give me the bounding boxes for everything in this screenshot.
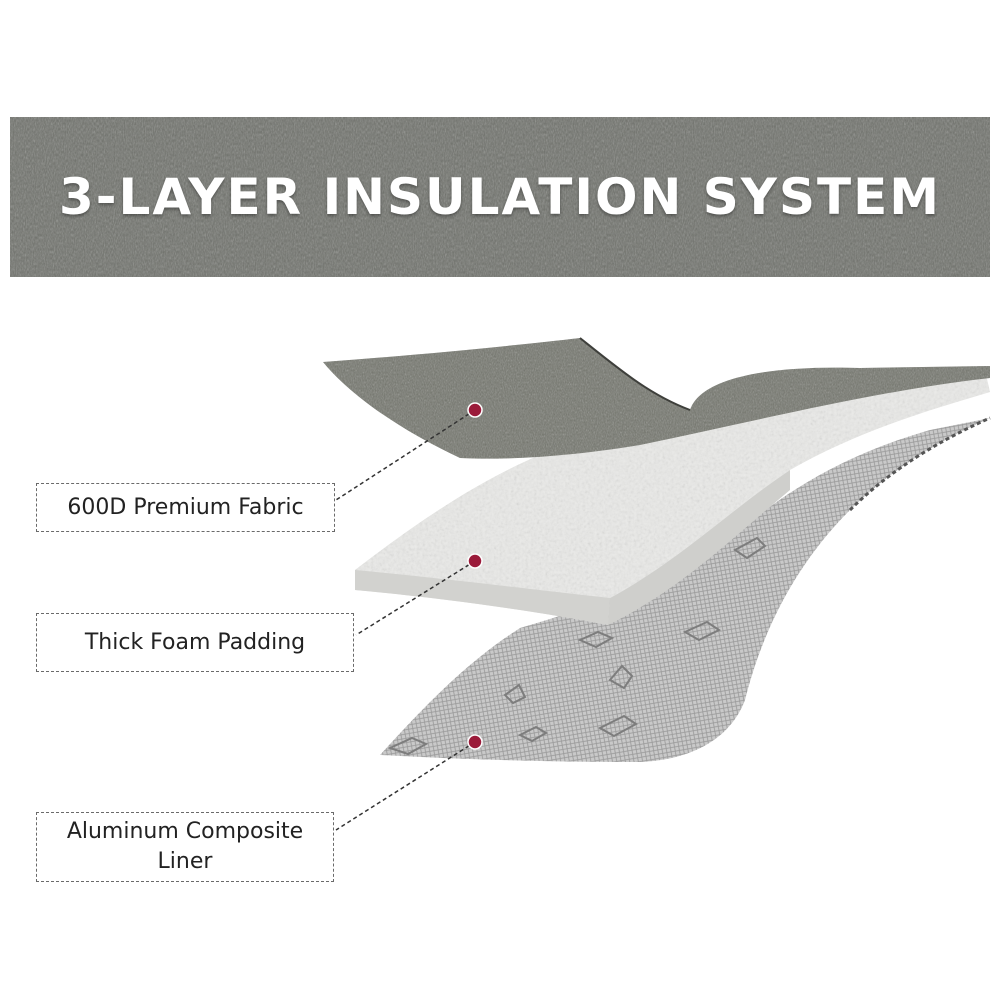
callout-foam-label: Thick Foam Padding [84,629,306,655]
leader-lines [335,409,476,831]
layer-markers [467,402,483,750]
fabric-texture [10,117,990,277]
callout-liner-label: Aluminum Composite Liner [66,819,304,874]
callout-liner: Aluminum Composite Liner [36,812,334,882]
marker-liner-dot [467,734,483,750]
callout-foam: Thick Foam Padding [36,613,354,672]
liner-print-marks [387,536,767,756]
callout-fabric: 600D Premium Fabric [36,483,335,532]
title-banner: 3-LAYER INSULATION SYSTEM [10,117,990,277]
leader-line-foam [355,560,476,636]
marker-fabric-dot [467,402,483,418]
callout-fabric-label: 600D Premium Fabric [67,494,304,520]
marker-foam-dot [467,553,483,569]
banner-title: 3-LAYER INSULATION SYSTEM [58,168,942,226]
